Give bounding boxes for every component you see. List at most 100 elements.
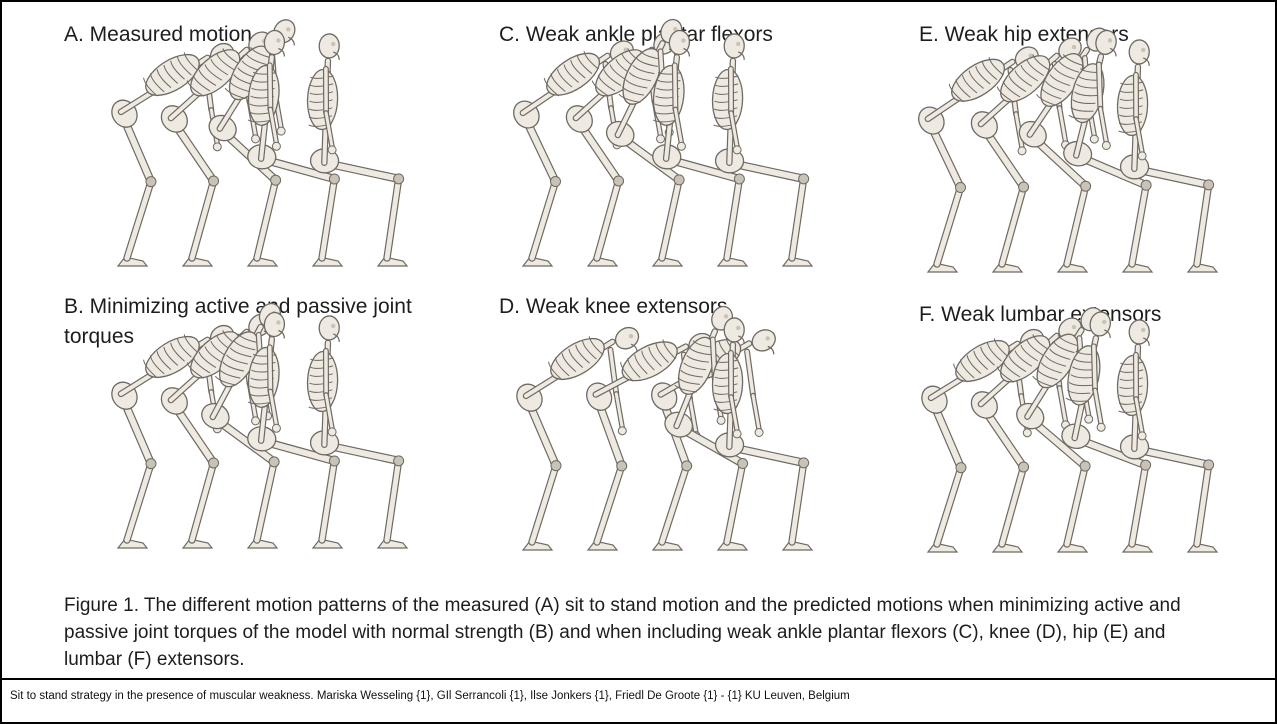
knee-joint bbox=[329, 456, 339, 466]
foot-bone bbox=[1058, 543, 1087, 552]
figure-caption: Figure 1. The different motion patterns … bbox=[64, 592, 1194, 673]
knee-joint bbox=[209, 176, 219, 186]
hand-bone bbox=[618, 427, 626, 435]
hand-bone bbox=[1097, 423, 1105, 431]
knee-joint bbox=[1081, 181, 1091, 191]
foot-bone bbox=[718, 541, 747, 550]
eye-socket bbox=[1102, 320, 1106, 324]
hand-bone bbox=[272, 142, 280, 150]
skull bbox=[724, 34, 745, 59]
hand-bone bbox=[328, 146, 336, 154]
skeleton-figure bbox=[512, 323, 643, 550]
knee-joint bbox=[551, 461, 561, 471]
eye-socket bbox=[724, 314, 728, 318]
hand-bone bbox=[252, 417, 260, 425]
eye-socket bbox=[1072, 325, 1076, 329]
foot-bone bbox=[588, 257, 617, 266]
hand-bone bbox=[733, 146, 741, 154]
panel-f-skeletons bbox=[897, 320, 1237, 560]
knee-joint bbox=[614, 176, 624, 186]
knee-joint bbox=[394, 174, 404, 184]
hand-bone bbox=[1018, 147, 1026, 155]
hand-bone bbox=[657, 135, 665, 143]
knee-joint bbox=[329, 174, 339, 184]
hand-bone bbox=[277, 127, 285, 135]
skull bbox=[748, 326, 779, 355]
hand-bone bbox=[1102, 141, 1110, 149]
hand-bone bbox=[213, 143, 221, 151]
knee-joint bbox=[799, 174, 809, 184]
foot-bone bbox=[993, 543, 1022, 552]
foot-bone bbox=[783, 541, 812, 550]
knee-joint bbox=[1204, 180, 1214, 190]
rib-cage bbox=[1117, 355, 1149, 416]
foot-bone bbox=[523, 257, 552, 266]
hand-bone bbox=[755, 428, 763, 436]
eye-socket bbox=[1072, 45, 1076, 49]
foot-bone bbox=[1188, 543, 1217, 552]
skull bbox=[724, 318, 745, 343]
citation-text: Sit to stand strategy in the presence of… bbox=[10, 688, 1260, 704]
knee-joint bbox=[146, 177, 156, 187]
knee-joint bbox=[734, 174, 744, 184]
foot-bone bbox=[993, 263, 1022, 272]
knee-joint bbox=[956, 183, 966, 193]
knee-joint bbox=[799, 458, 809, 468]
hand-bone bbox=[328, 428, 336, 436]
knee-joint bbox=[209, 458, 219, 468]
foot-bone bbox=[313, 257, 342, 266]
skull bbox=[319, 34, 340, 59]
knee-joint bbox=[1080, 461, 1090, 471]
skeleton-figure bbox=[307, 34, 407, 266]
panel-b-skeletons bbox=[87, 316, 427, 556]
foot-bone bbox=[248, 257, 277, 266]
rib-cage bbox=[307, 69, 339, 130]
hand-bone bbox=[1138, 432, 1146, 440]
eye-socket bbox=[736, 326, 740, 330]
foot-bone bbox=[653, 257, 682, 266]
knee-joint bbox=[1019, 462, 1029, 472]
skeleton-figure bbox=[307, 316, 407, 548]
eye-socket bbox=[681, 38, 685, 42]
foot-bone bbox=[718, 257, 747, 266]
foot-bone bbox=[1188, 263, 1217, 272]
panel-e-skeletons bbox=[897, 40, 1237, 280]
foot-bone bbox=[248, 539, 277, 548]
skull bbox=[612, 323, 643, 353]
skull bbox=[319, 316, 340, 341]
skeleton-figure bbox=[712, 34, 812, 266]
knee-joint bbox=[682, 461, 692, 471]
hand-bone bbox=[1023, 429, 1031, 437]
foot-bone bbox=[183, 257, 212, 266]
hand-bone bbox=[1138, 152, 1146, 160]
rib-cage bbox=[712, 69, 744, 130]
hand-bone bbox=[677, 142, 685, 150]
skeleton-figure bbox=[1117, 40, 1217, 272]
eye-socket bbox=[1141, 48, 1145, 52]
foot-bone bbox=[523, 541, 552, 550]
foot-bone bbox=[118, 257, 147, 266]
panel-c-skeletons bbox=[492, 34, 832, 274]
knee-joint bbox=[956, 463, 966, 473]
foot-bone bbox=[1058, 263, 1087, 272]
eye-socket bbox=[276, 320, 280, 324]
knee-joint bbox=[674, 175, 684, 185]
rib-cage bbox=[307, 351, 339, 412]
hand-bone bbox=[272, 424, 280, 432]
foot-bone bbox=[588, 541, 617, 550]
knee-joint bbox=[271, 175, 281, 185]
knee-joint bbox=[269, 457, 279, 467]
panel-a-skeletons bbox=[87, 34, 427, 274]
eye-socket bbox=[331, 324, 335, 328]
foot-bone bbox=[653, 541, 682, 550]
knee-joint bbox=[146, 459, 156, 469]
caption-divider bbox=[2, 678, 1275, 680]
eye-socket bbox=[276, 38, 280, 42]
foot-bone bbox=[378, 257, 407, 266]
skull bbox=[1129, 40, 1150, 65]
skull bbox=[1129, 320, 1150, 345]
knee-joint bbox=[617, 461, 627, 471]
foot-bone bbox=[378, 539, 407, 548]
hand-bone bbox=[252, 135, 260, 143]
